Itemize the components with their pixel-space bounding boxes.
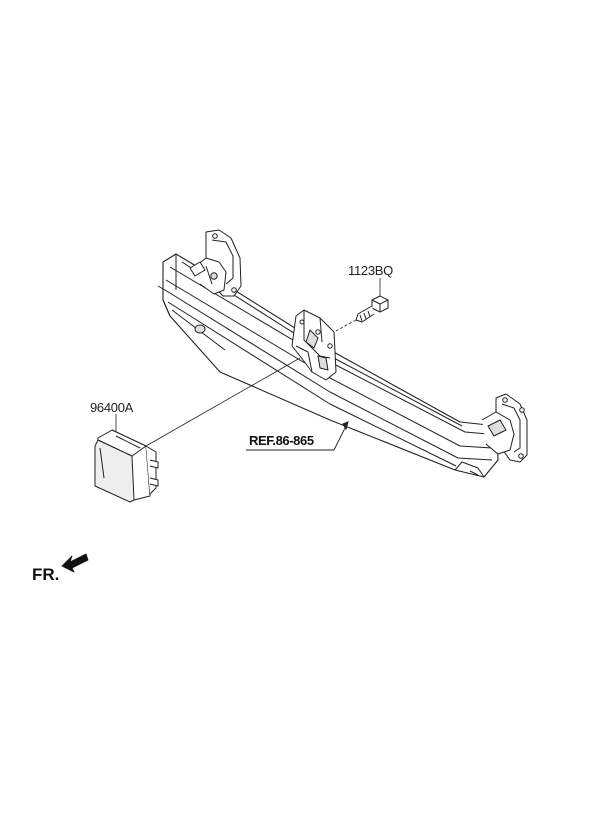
right-bracket	[481, 393, 528, 463]
left-bracket	[189, 229, 242, 297]
reference-label[interactable]: REF.86-865	[249, 433, 314, 448]
radar-sensor	[94, 429, 159, 503]
bolt-part-number[interactable]: 1123BQ	[348, 263, 393, 278]
bolt-install-line	[333, 319, 357, 333]
center-bracket	[291, 309, 337, 381]
arrow-down-left-icon	[61, 553, 89, 573]
ref-leader	[246, 421, 349, 451]
bolt	[355, 295, 389, 323]
front-indicator: FR.	[32, 565, 60, 584]
sensor-part-number[interactable]: 96400A	[90, 400, 134, 415]
sensor-install-line	[145, 357, 301, 447]
